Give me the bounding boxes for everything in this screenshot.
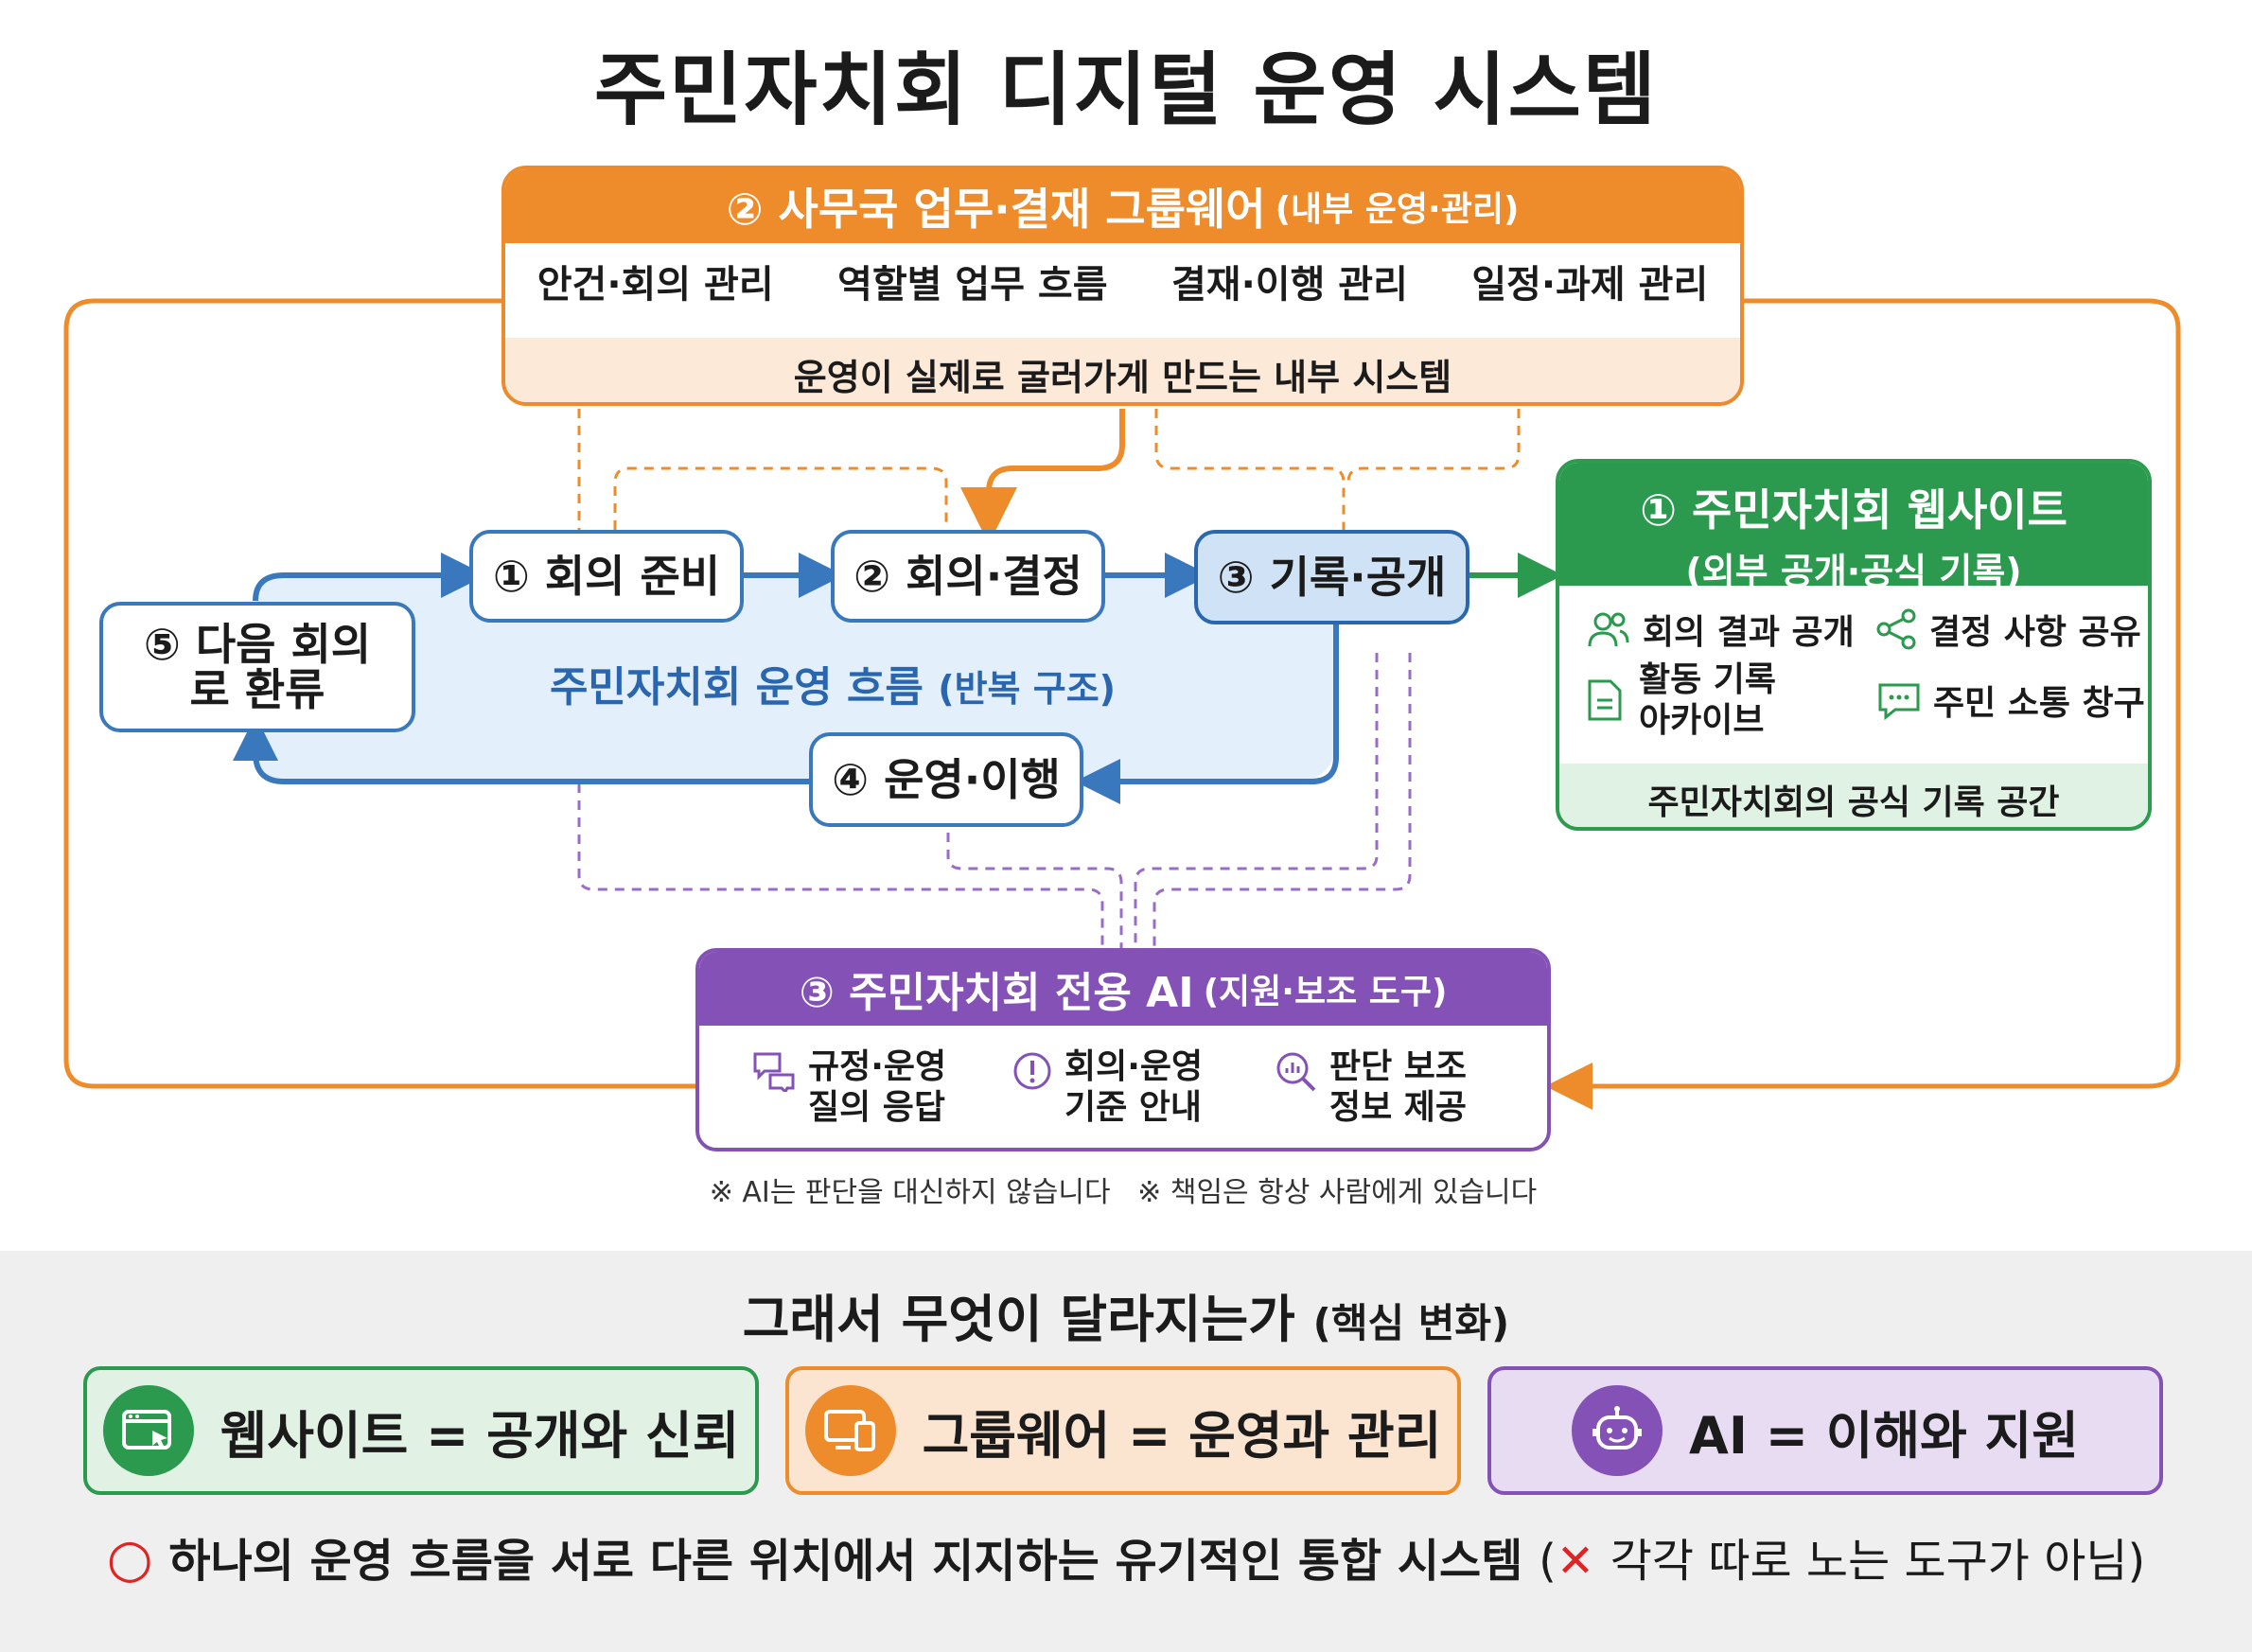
groupware-footer: 운영이 실제로 굴러가게 만드는 내부 시스템 (505, 338, 1740, 402)
ai-item-line: 질의 응답 (808, 1088, 946, 1128)
ai-header-title: ③ 주민자치회 전용 AI (799, 969, 1194, 1017)
groupware-header: ② 사무국 업무·결재 그룹웨어 (내부 운영·관리) (505, 169, 1740, 243)
flow-label-title: 주민자치회 운영 흐름 (549, 663, 924, 712)
website-panel: ① 주민자치회 웹사이트 (외부 공개·공식 기록) 회의 결과 공개 결정 사… (1556, 459, 2152, 831)
groupware-item: 역할별 업무 흐름 (837, 263, 1108, 307)
ai-item-line: 기준 안내 (1064, 1088, 1203, 1128)
robot-icon (1572, 1385, 1663, 1476)
ai-item-line: 정보 제공 (1329, 1088, 1468, 1128)
search-chart-icon (1276, 1052, 1316, 1092)
bottom-question: 그래서 무엇이 달라지는가 (핵심 변화) (0, 1277, 2252, 1352)
groupware-arrow (960, 409, 1125, 544)
devices-icon (804, 1385, 896, 1476)
ai-item-line: 규정·운영 (808, 1047, 947, 1086)
ai-item-line: 회의·운영 (1064, 1047, 1204, 1086)
circle-mark-icon: ○ (106, 1528, 153, 1590)
card-website: 웹사이트 = 공개와 신뢰 (83, 1366, 759, 1495)
flow-step-feedback: ⑤ 다음 회의로 환류 (99, 602, 415, 732)
website-item: 회의 결과 공개 (1586, 605, 1855, 654)
groupware-panel: ② 사무국 업무·결재 그룹웨어 (내부 운영·관리) 안건·회의 관리 역할별… (501, 166, 1744, 406)
document-icon (1588, 679, 1622, 721)
flow-step-record: ③ 기록·공개 (1194, 530, 1469, 624)
groupware-item: 안건·회의 관리 (537, 263, 774, 307)
cross-mark-icon: ✕ (1556, 1535, 1595, 1588)
browser-icon (102, 1385, 194, 1476)
flow-background (255, 575, 1336, 782)
ai-note: ※ AI는 판단을 대신하지 않습니다 ※ 책임은 항상 사람에게 있습니다 (709, 1176, 1538, 1209)
website-item-label: 활동 기록 아카이브 (1639, 660, 1777, 741)
summary-note: 각각 따로 노는 도구가 아님 (1610, 1535, 2128, 1588)
flow-arrow-4-5 (233, 715, 809, 784)
summary-paren-open: ( (1539, 1535, 1557, 1588)
bottom-question-text: 그래서 무엇이 달라지는가 (742, 1290, 1295, 1349)
bottom-question-sub: (핵심 변화) (1312, 1300, 1510, 1346)
flow-label: 주민자치회 운영 흐름 (반복 구조) (549, 653, 1117, 713)
flow-arrow-3-4 (1075, 624, 1339, 804)
flow-step-decide: ② 회의·결정 (831, 530, 1105, 623)
chat-icon (1878, 683, 1920, 721)
website-item: 주민 소통 창구 (1876, 676, 2145, 725)
card-groupware: 그룹웨어 = 운영과 관리 (785, 1366, 1461, 1495)
website-header-title: ① 주민자치회 웹사이트 (1640, 484, 2067, 536)
card-website-label: 웹사이트 = 공개와 신뢰 (220, 1405, 740, 1466)
card-ai-label: AI = 이해와 지원 (1689, 1405, 2079, 1466)
groupware-item: 일정·과제 관리 (1471, 263, 1709, 307)
summary-line: ○ 하나의 운영 흐름을 서로 다른 위치에서 지지하는 유기적인 통합 시스템… (0, 1523, 2252, 1590)
page-title: 주민자치회 디지털 운영 시스템 (593, 44, 1659, 136)
website-item: 활동 기록 아카이브 (1586, 659, 1870, 741)
ai-header: ③ 주민자치회 전용 AI (지원·보조 도구) (699, 952, 1547, 1026)
flow-label-sub: (반복 구조) (938, 668, 1117, 710)
summary-paren-close: ) (2127, 1535, 2146, 1588)
flow-loop-top (253, 553, 486, 602)
ai-header-sub: (지원·보조 도구) (1203, 973, 1448, 1011)
alert-icon (1013, 1052, 1051, 1090)
card-ai: AI = 이해와 지원 (1487, 1366, 2163, 1495)
website-item: 결정 사항 공유 (1876, 605, 2141, 654)
outer-loop-right (1545, 298, 2181, 1110)
flow-step-prepare: ① 회의 준비 (469, 530, 744, 623)
website-header-sub: (외부 공개·공식 기록) (1685, 551, 2022, 592)
chat-bubbles-icon (753, 1052, 795, 1092)
outer-loop-left (63, 298, 695, 1089)
website-item-label: 주민 소통 창구 (1933, 684, 2145, 723)
website-header: ① 주민자치회 웹사이트 (외부 공개·공식 기록) (1559, 463, 2148, 592)
summary-text: 하나의 운영 흐름을 서로 다른 위치에서 지지하는 유기적인 통합 시스템 (168, 1535, 1523, 1588)
groupware-header-sub: (내부 운영·관리) (1275, 190, 1520, 229)
groupware-header-title: ② 사무국 업무·결재 그룹웨어 (726, 184, 1266, 235)
groupware-item: 결재·이행 관리 (1170, 263, 1408, 307)
website-footer: 주민자치회의 공식 기록 공간 (1559, 764, 2148, 827)
website-item-label: 회의 결과 공개 (1643, 613, 1855, 652)
ai-item-line: 판단 보조 (1329, 1047, 1468, 1086)
flow-step-execute: ④ 운영·이행 (809, 732, 1083, 827)
groupware-items: 안건·회의 관리 역할별 업무 흐름 결재·이행 관리 일정·과제 관리 (505, 243, 1740, 319)
card-groupware-label: 그룹웨어 = 운영과 관리 (922, 1405, 1442, 1466)
website-item-label: 결정 사항 공유 (1929, 613, 2141, 652)
share-icon (1876, 608, 1916, 650)
users-icon (1588, 612, 1629, 647)
